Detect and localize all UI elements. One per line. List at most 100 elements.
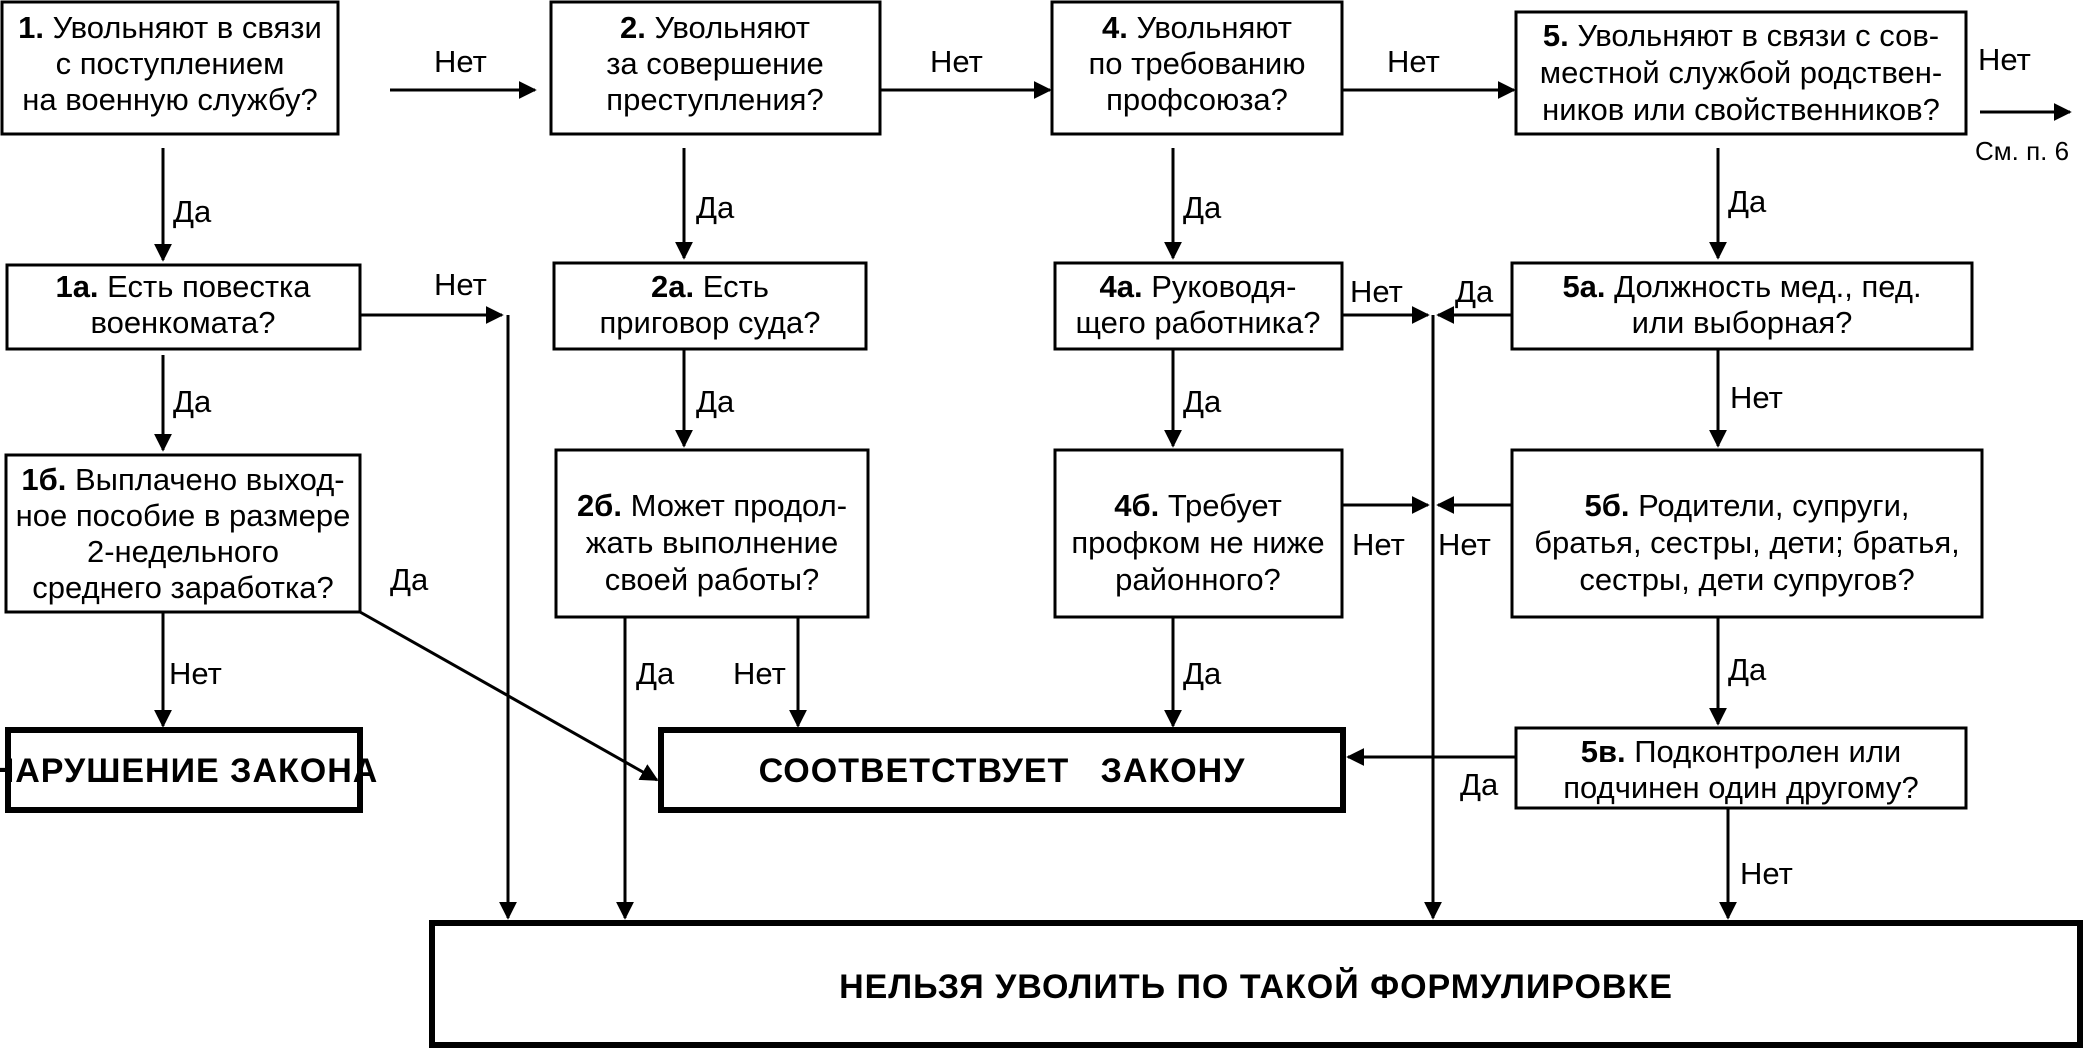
box-q5c-line-1: 5в. Подконтролен или	[1581, 734, 1902, 769]
box-q5b-line-1: 5б. Родители, супруги,	[1584, 488, 1909, 523]
box-q5b	[1510, 448, 1984, 619]
box-q1	[0, 0, 340, 136]
box-q1-number: 1.	[18, 10, 52, 45]
label-q4b-no: Нет	[1352, 527, 1405, 562]
box-q2b-line-3: своей работы?	[605, 562, 820, 597]
box-q2-line-1: 2. Увольняют	[620, 10, 810, 45]
label-q5c-no: Нет	[1740, 856, 1793, 891]
box-q2b-text: Может продол-	[631, 488, 847, 523]
box-q1a-number: 1а.	[55, 269, 107, 304]
box-q4a-text: Руководя-	[1151, 269, 1296, 304]
label-q1a-yes: Да	[173, 384, 212, 419]
box-q1-text: Увольняют в связи	[53, 10, 322, 45]
box-q4b-line-3: районного?	[1115, 562, 1281, 597]
label-q1a-no: Нет	[434, 267, 487, 302]
box-q2-number: 2.	[620, 10, 654, 45]
box-violation	[5, 727, 363, 813]
box-q2b-line-1: 2б. Может продол-	[577, 488, 847, 523]
label-q2-yes: Да	[696, 190, 735, 225]
box-q5-text: Увольняют в связи с сов-	[1577, 18, 1939, 53]
box-q4a	[1053, 261, 1344, 351]
box-q4b-line-2: профком не ниже	[1071, 525, 1324, 560]
box-q5-number: 5.	[1543, 18, 1577, 53]
box-q5-line-1: 5. Увольняют в связи с сов-	[1543, 18, 1939, 53]
label-q4a-no: Нет	[1350, 274, 1403, 309]
box-q1b-line-1: 1б. Выплачено выход-	[21, 462, 344, 497]
label-q1-yes: Да	[173, 194, 212, 229]
box-q5-line-3: ников или свойственников?	[1542, 92, 1940, 127]
outcome-cannot-dismiss: НЕЛЬЗЯ УВОЛИТЬ ПО ТАКОЙ ФОРМУЛИРОВКЕ	[839, 967, 1673, 1006]
box-q5a	[1510, 261, 1974, 351]
box-q5a-line-1: 5а. Должность мед., пед.	[1562, 269, 1921, 304]
label-q5c-yes: Да	[1460, 767, 1499, 802]
box-q2a-line-1: 2а. Есть	[651, 269, 769, 304]
label-q4b-yes: Да	[1183, 656, 1222, 691]
label-q2a-yes: Да	[696, 384, 735, 419]
box-q2-text: Увольняют	[654, 10, 810, 45]
box-q1b-line-4: среднего заработка?	[32, 570, 333, 605]
box-q4b-number: 4б.	[1114, 488, 1168, 523]
box-q1b-number: 1б.	[21, 462, 75, 497]
label-q2b-yes: Да	[636, 656, 675, 691]
label-see-item6: См. п. 6	[1975, 136, 2069, 166]
label-q5-yes: Да	[1728, 184, 1767, 219]
box-q4-number: 4.	[1102, 10, 1136, 45]
label-q1b-no: Нет	[169, 656, 222, 691]
box-q2b	[554, 448, 870, 619]
box-q5a-number: 5а.	[1562, 269, 1614, 304]
label-q4a-yes: Да	[1183, 384, 1222, 419]
box-q5	[1514, 10, 1968, 136]
box-q4b	[1053, 448, 1344, 619]
box-q5b-line-3: сестры, дети супругов?	[1579, 562, 1914, 597]
box-q5a-line-2: или выборная?	[1632, 305, 1853, 340]
box-q4a-number: 4а.	[1100, 269, 1152, 304]
label-q4-yes: Да	[1183, 190, 1222, 225]
box-q1a-line-2: военкомата?	[90, 305, 275, 340]
label-q1b-yes: Да	[390, 562, 429, 597]
box-q2-line-2: за совершение	[606, 46, 824, 81]
box-q2b-number: 2б.	[577, 488, 631, 523]
box-q4a-line-1: 4а. Руководя-	[1100, 269, 1297, 304]
box-q2-line-3: преступления?	[606, 82, 823, 117]
box-q1b	[4, 453, 362, 614]
label-q5b-yes: Да	[1728, 652, 1767, 687]
box-q4b-line-1: 4б. Требует	[1114, 488, 1282, 523]
box-q2a	[552, 261, 868, 351]
box-q5a-text: Должность мед., пед.	[1614, 269, 1921, 304]
label-q5a-no: Нет	[1730, 380, 1783, 415]
outcome-lawful: СООТВЕТСТВУЕТ ЗАКОНУ	[759, 752, 1246, 790]
box-q2a-number: 2а.	[651, 269, 703, 304]
box-q1b-line-3: 2-недельного	[87, 534, 279, 569]
box-q5c-line-2: подчинен один другому?	[1563, 770, 1918, 805]
box-q4-line-3: профсоюза?	[1106, 82, 1288, 117]
label-q5a-yes: Да	[1455, 274, 1494, 309]
box-q5b-number: 5б.	[1584, 488, 1638, 523]
box-q5b-line-2: братья, сестры, дети; братья,	[1534, 525, 1959, 560]
box-q2a-text: Есть	[703, 269, 769, 304]
label-q5b-no: Нет	[1438, 527, 1491, 562]
label-q4-no: Нет	[1387, 44, 1440, 79]
box-q1a-line-1: 1а. Есть повестка	[55, 269, 311, 304]
box-q5c-number: 5в.	[1581, 734, 1635, 769]
box-q1-line-3: на военную службу?	[22, 82, 318, 117]
arrow-q1b-yes	[359, 610, 659, 782]
box-q1a	[5, 263, 362, 351]
box-q2a-line-2: приговор суда?	[600, 305, 821, 340]
box-q5c-text: Подконтролен или	[1634, 734, 1901, 769]
box-q4-text: Увольняют	[1136, 10, 1292, 45]
box-q1-line-1: 1. Увольняют в связи	[18, 10, 322, 45]
label-q5-no: Нет	[1978, 42, 2031, 77]
box-q1b-line-2: ное пособие в размере	[16, 498, 351, 533]
label-q2b-no: Нет	[733, 656, 786, 691]
box-q2	[549, 0, 882, 136]
box-q4	[1050, 0, 1344, 136]
label-q1-no: Нет	[434, 44, 487, 79]
box-q5c	[1514, 726, 1968, 810]
label-q2-no: Нет	[930, 44, 983, 79]
box-q4b-text: Требует	[1168, 488, 1282, 523]
box-q4-line-2: по требованию	[1088, 46, 1305, 81]
box-q2b-line-2: жать выполнение	[586, 525, 838, 560]
